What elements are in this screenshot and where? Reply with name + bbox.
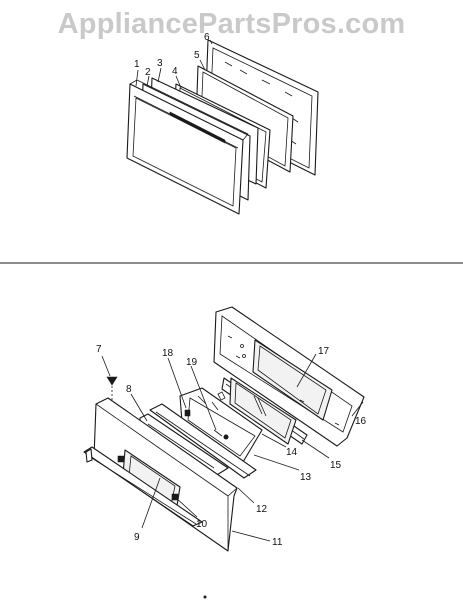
part-label-19: 19: [186, 357, 198, 368]
part-label-10: 10: [196, 519, 208, 530]
part-14-window-glass: [229, 377, 297, 445]
part-label-3: 3: [157, 58, 163, 69]
part-label-1: 1: [134, 59, 140, 70]
part-label-9: 9: [134, 532, 140, 543]
part-9-handle: [83, 446, 203, 527]
bottom-part-labels: 7 8 9 10 11 12 13 14 15 16 17 18 19: [96, 344, 367, 548]
part-1-outer-door: [126, 79, 249, 215]
part-label-2: 2: [145, 67, 151, 78]
part-label-18: 18: [162, 348, 174, 359]
part-label-6: 6: [204, 32, 210, 43]
top-part-labels: 1 2 3 4 5 6: [134, 32, 210, 78]
part-label-17: 17: [318, 346, 330, 357]
part-label-13: 13: [300, 472, 312, 483]
bottom-door-assembly: [83, 306, 365, 599]
part-label-12: 12: [256, 504, 268, 515]
top-door-assembly: [126, 39, 319, 215]
part-label-4: 4: [172, 66, 178, 77]
part-12-channel: [149, 403, 257, 479]
part-label-15: 15: [330, 460, 342, 471]
part-7-screw: [106, 376, 118, 402]
part-label-14: 14: [286, 447, 298, 458]
part-label-7: 7: [96, 344, 102, 355]
part-label-16: 16: [355, 416, 367, 427]
part-label-11: 11: [272, 537, 283, 548]
part-16-inner-door-panel: [213, 306, 365, 447]
watermark: AppliancePartsPros.com: [57, 8, 406, 40]
part-label-8: 8: [126, 384, 132, 395]
part-19-screw: [213, 429, 229, 440]
part-label-5: 5: [194, 50, 200, 61]
